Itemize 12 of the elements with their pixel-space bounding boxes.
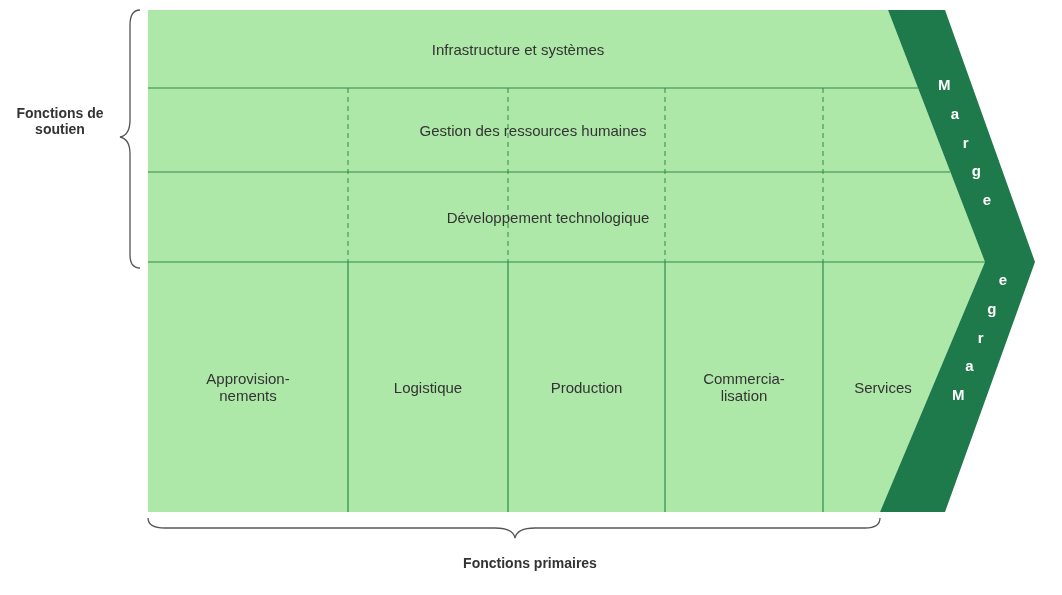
support-activity-label: Gestion des ressources humaines <box>419 121 647 139</box>
primary-functions-label: Fonctions primaires <box>462 555 598 571</box>
support-activity-label: Développement technologique <box>446 208 650 226</box>
primary-activity-label: Approvision- nements <box>205 370 291 404</box>
margin-label: Marge <box>937 75 993 210</box>
primary-activity-label: Production <box>550 378 623 396</box>
margin-label: Marge <box>950 270 1009 405</box>
support-activity-label: Infrastructure et systèmes <box>431 40 605 58</box>
primary-activity-label: Services <box>854 378 912 396</box>
primary-activity-label: Logistique <box>393 378 463 396</box>
support-functions-label: Fonctions de soutien <box>15 105 105 137</box>
primary-activity-label: Commercia- lisation <box>702 370 786 404</box>
